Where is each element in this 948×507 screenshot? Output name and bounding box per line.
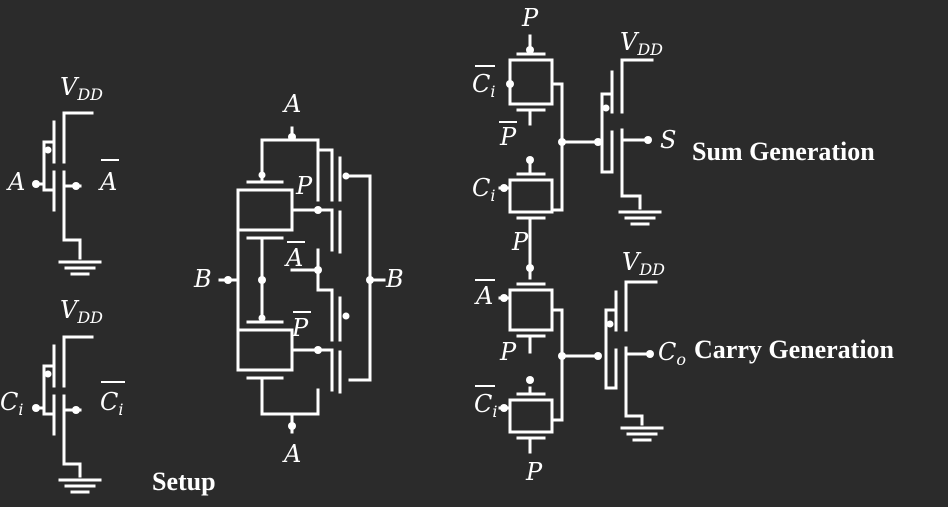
- input-b-left-label: B: [193, 265, 212, 293]
- sum-caption: Sum Generation: [692, 137, 875, 166]
- setup-caption: Setup: [152, 467, 216, 496]
- p-label: P: [295, 172, 313, 200]
- p-bar-label: P: [291, 314, 309, 342]
- vdd-label: VDD: [60, 73, 103, 104]
- inverter-a: VDD A A: [6, 73, 119, 276]
- input-ci-label: Ci: [0, 388, 24, 419]
- carry-ci-bar-label: Ci: [474, 390, 498, 421]
- sum-vdd-label: VDD: [620, 28, 663, 59]
- sum-p-label: P: [521, 4, 539, 32]
- carry-p-bottom-label: P: [525, 458, 543, 486]
- carry-p-label: P: [499, 338, 517, 366]
- carry-caption: Carry Generation: [694, 335, 895, 364]
- carry-generation: P A P Ci P VDD Co: [474, 216, 686, 486]
- a-bar-label: A: [284, 244, 303, 272]
- input-b-right-label: B: [385, 265, 404, 293]
- inverter-ci: VDD Ci Ci: [0, 296, 125, 494]
- input-a-label: A: [6, 168, 25, 196]
- sum-ci-bar-label: Ci: [472, 70, 496, 101]
- carry-vdd-label: VDD: [622, 248, 665, 279]
- input-a-top-label: A: [282, 90, 301, 118]
- xor-network: A A B B P A P: [193, 90, 404, 468]
- input-a-bottom-label: A: [282, 440, 301, 468]
- sum-ci-label: Ci: [472, 174, 496, 205]
- output-ci-bar-label: Ci: [100, 388, 124, 419]
- output-a-bar-label: A: [98, 168, 117, 196]
- sum-s-label: S: [660, 126, 676, 154]
- vdd-label: VDD: [60, 296, 103, 327]
- sum-generation: P Ci P Ci VDD S: [472, 4, 676, 226]
- carry-p-top-label: P: [511, 228, 529, 256]
- carry-a-bar-label: A: [474, 282, 493, 310]
- carry-co-label: Co: [658, 338, 686, 369]
- sum-p-bar-label: P: [499, 123, 517, 151]
